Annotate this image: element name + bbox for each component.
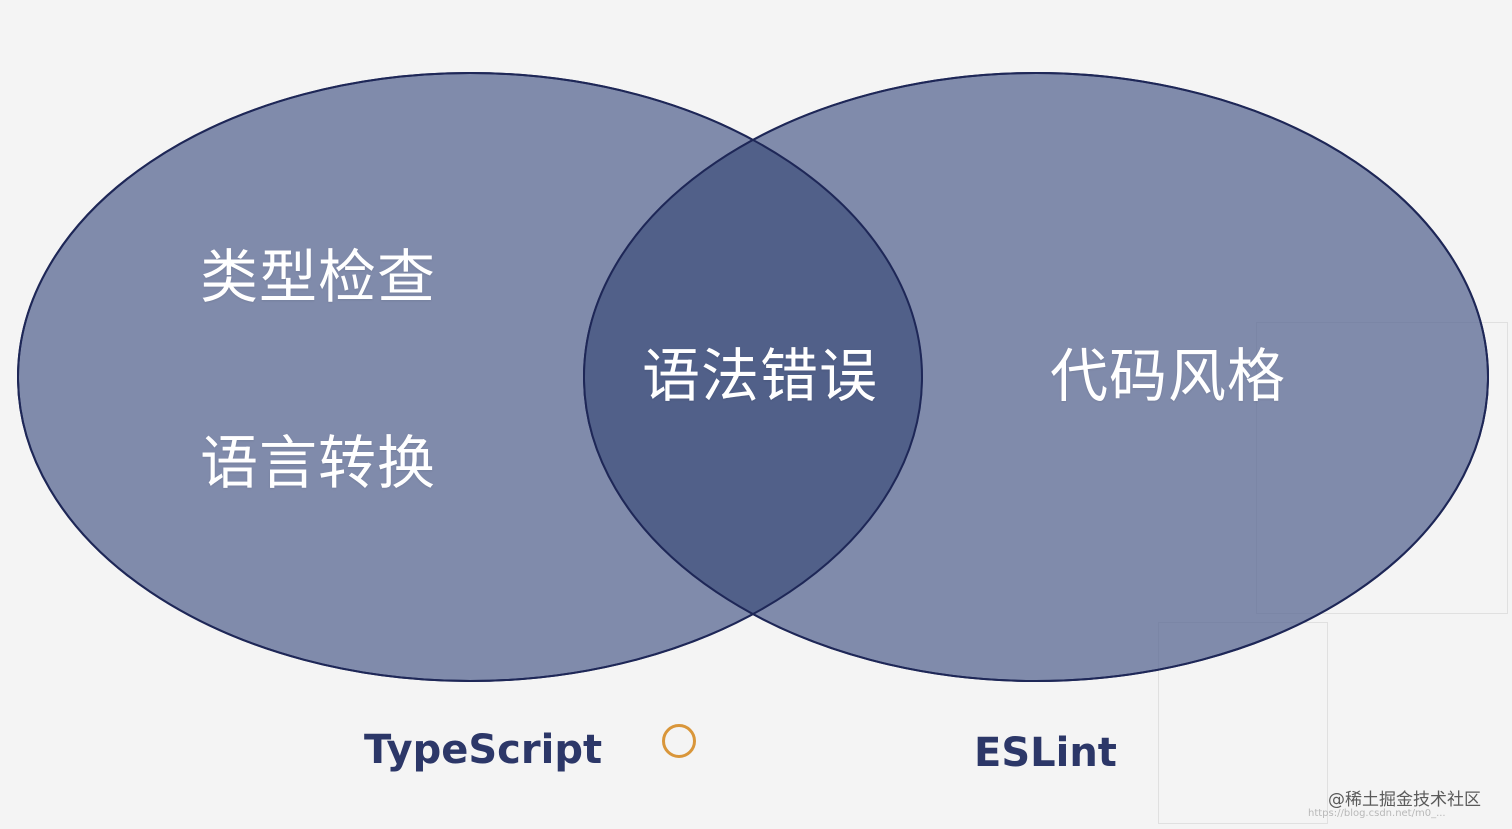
label-code-style: 代码风格 [1050,342,1287,410]
label-typescript: TypeScript [364,727,603,773]
label-syntax-errors: 语法错误 [642,342,879,410]
eslint-circle-outline [583,72,1489,682]
intersection-region [584,73,922,681]
typescript-circle-outline [17,72,923,682]
ring-icon [662,724,696,758]
label-language-transform: 语言转换 [200,429,437,497]
watermark-text: @稀土掘金技术社区 [1328,790,1481,810]
label-eslint: ESLint [974,730,1117,776]
watermark-url: https://blog.csdn.net/m0_... [1308,808,1446,819]
label-type-checking: 类型检查 [200,243,437,311]
